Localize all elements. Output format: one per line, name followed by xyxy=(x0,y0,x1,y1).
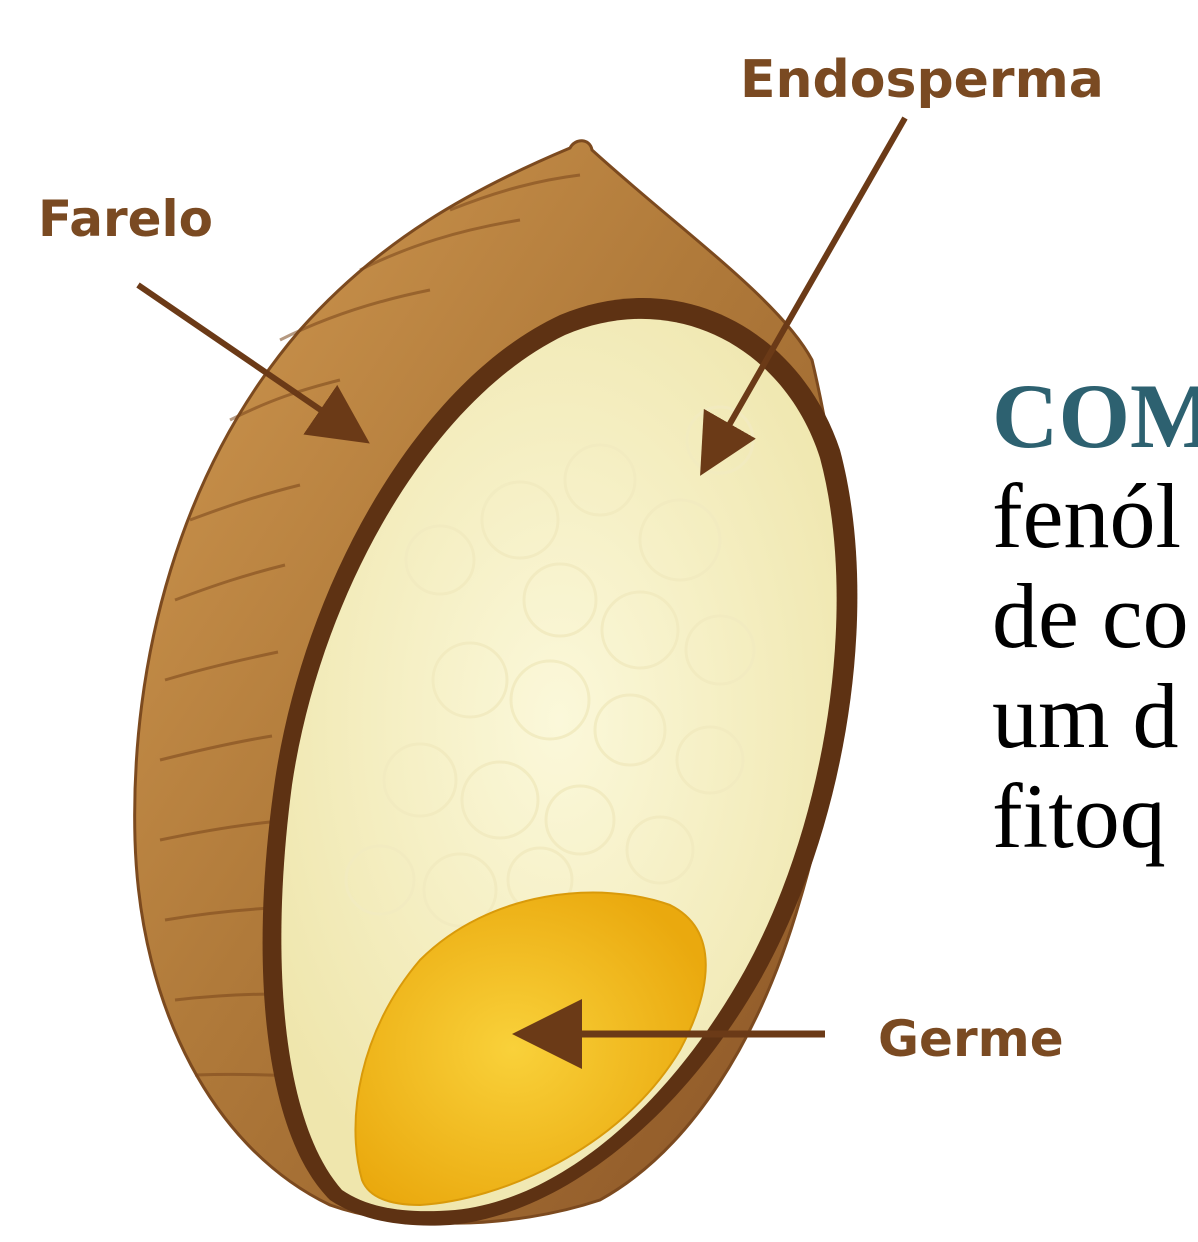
slide-text-line: fitoq xyxy=(992,766,1166,866)
slide-text-line: um d xyxy=(992,666,1179,766)
endosperma-label: Endosperma xyxy=(740,50,1104,110)
slide-heading: COM xyxy=(992,366,1198,466)
slide-text-line: fenól xyxy=(992,466,1181,566)
farelo-label: Farelo xyxy=(38,190,213,248)
slide-text-line: de co xyxy=(992,566,1189,666)
germe-label: Germe xyxy=(878,1010,1064,1068)
